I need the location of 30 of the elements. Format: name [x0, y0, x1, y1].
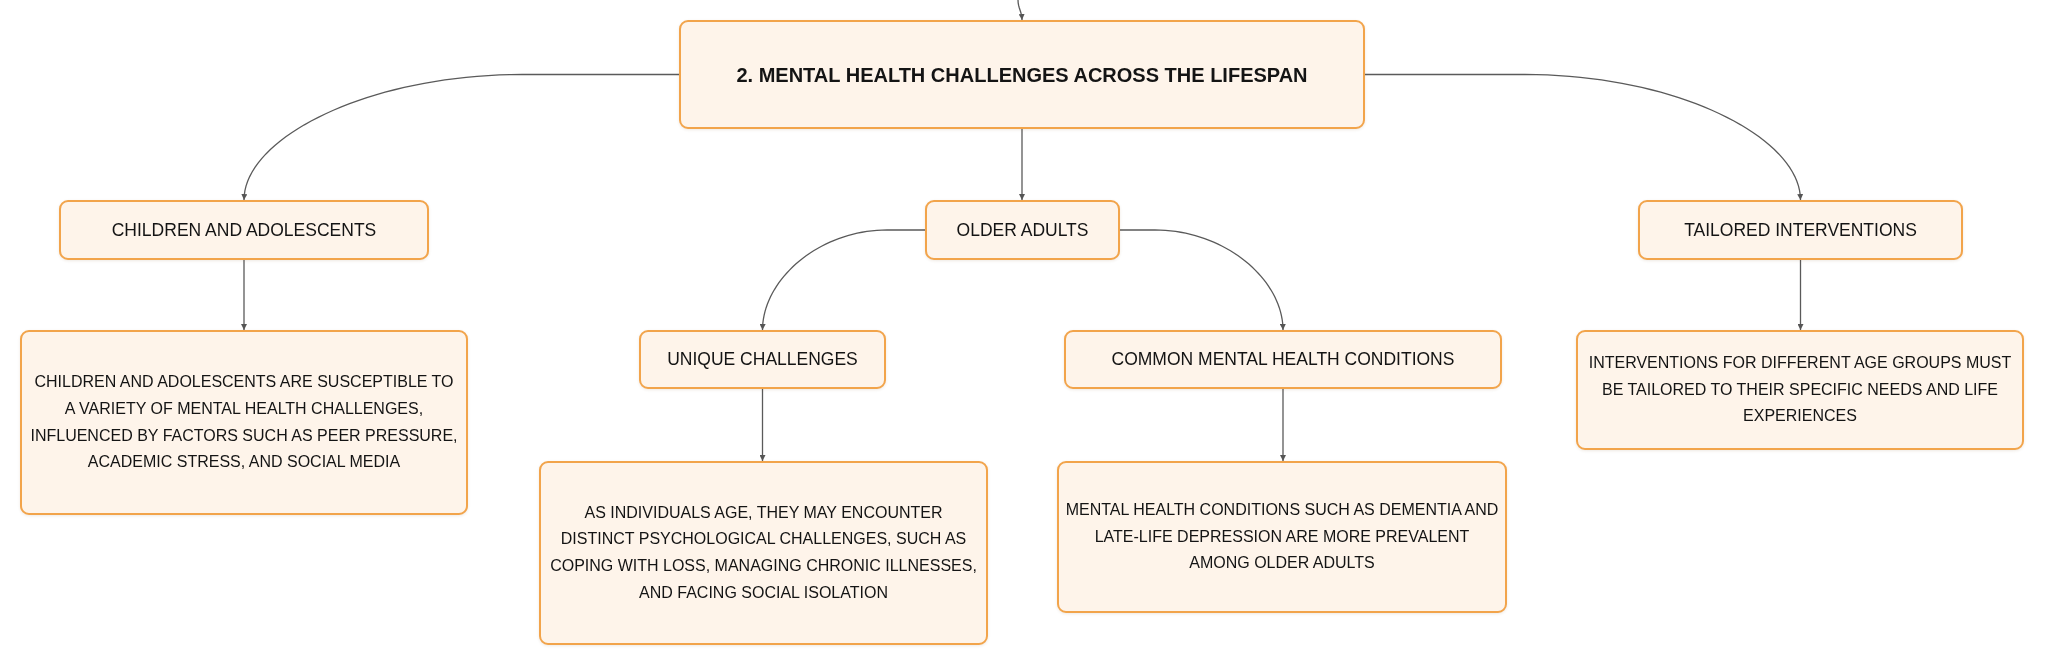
subtopic-box — [639, 330, 886, 389]
description-box — [1057, 461, 1507, 613]
subtopic-box — [59, 200, 429, 260]
connector-arrow — [1119, 229, 1286, 331]
connector-arrow — [241, 259, 247, 331]
subtopic-label: CHILDREN AND ADOLESCENTS — [111, 218, 377, 242]
connector-arrow — [1019, 128, 1025, 201]
description-box — [1576, 330, 2024, 450]
description-box — [20, 330, 468, 515]
topic-box — [679, 20, 1365, 129]
subtopic-label: OLDER ADULTS — [956, 218, 1089, 242]
connector-arrow — [1797, 259, 1804, 331]
description-text: AS INDIVIDUALS AGE, THEY MAY ENCOUNTER DISTINCT PSYCHOLOGICAL CHALLENGES, SUCH AS COPING WITH LOSS, MANAGING CHRONIC ILLNESSES, AND FACING SOCIAL ISOLATION — [549, 502, 978, 603]
subtopic-label: COMMON MENTAL HEALTH CONDITIONS — [1111, 348, 1455, 371]
topic-title: 2. MENTAL HEALTH CHALLENGES ACROSS THE LIFESPAN — [736, 62, 1308, 88]
connector-arrow — [759, 229, 926, 331]
description-box — [539, 461, 988, 645]
connector-arrow — [759, 388, 766, 462]
description-text: INTERVENTIONS FOR DIFFERENT AGE GROUPS MUST BE TAILORED TO THEIR SPECIFIC NEEDS AND LIFE EXPERIENCES — [1587, 353, 2013, 427]
connector-arrow — [1280, 388, 1286, 462]
subtopic-box — [1638, 200, 1963, 260]
description-text: MENTAL HEALTH CONDITIONS SUCH AS DEMENTIA AND LATE-LIFE DEPRESSION ARE MORE PREVALENT AMONG OLDER ADULTS — [1065, 500, 1499, 574]
subtopic-label: UNIQUE CHALLENGES — [667, 348, 858, 371]
connector-arrow — [1017, 0, 1025, 21]
subtopic-label: TAILORED INTERVENTIONS — [1684, 218, 1917, 242]
subtopic-box — [925, 200, 1120, 260]
connector-arrow — [241, 73, 680, 201]
subtopic-box — [1064, 330, 1502, 389]
connector-arrow — [1364, 73, 1804, 201]
description-text: CHILDREN AND ADOLESCENTS ARE SUSCEPTIBLE TO A VARIETY OF MENTAL HEALTH CHALLENGES, INFLUENCED BY FACTORS SUCH AS PEER PRESSURE, ACADEMIC STRESS, AND SOCIAL MEDIA — [29, 372, 459, 473]
